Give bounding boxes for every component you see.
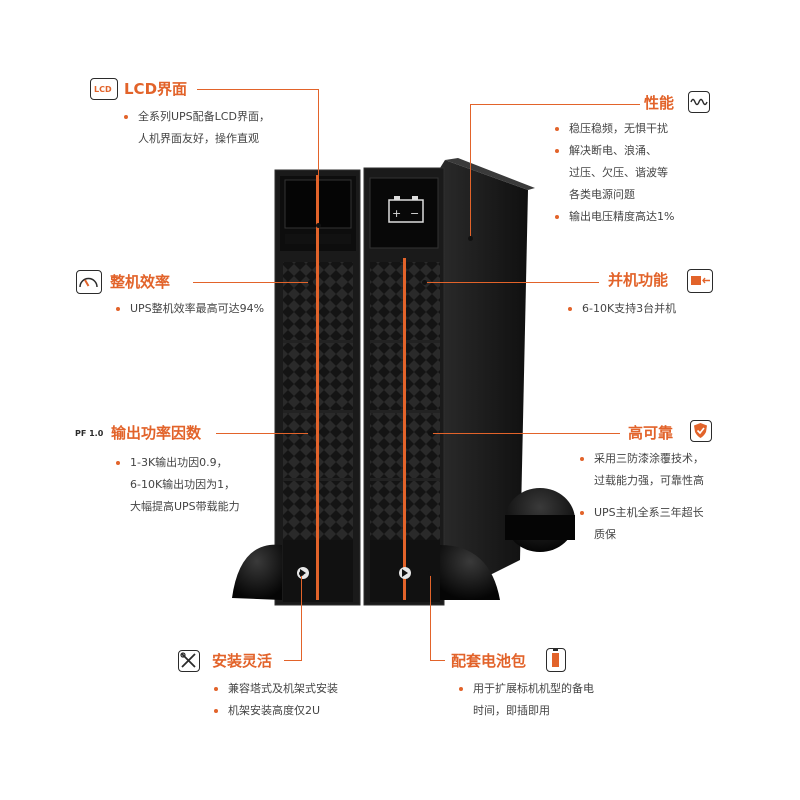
shield-check-icon bbox=[690, 420, 712, 442]
parallel-bullet: 6-10K支持3台并机 bbox=[566, 298, 676, 320]
lcd-title: LCD界面 bbox=[124, 80, 188, 98]
installation-bullet: 兼容塔式及机架式安装 bbox=[212, 678, 338, 700]
performance-bullet: 输出电压精度高达1% bbox=[553, 206, 674, 228]
gauge-icon bbox=[76, 270, 102, 294]
tools-icon bbox=[178, 650, 200, 672]
power-factor-title: 输出功率因数 bbox=[111, 424, 202, 442]
battery-pack-title: 配套电池包 bbox=[451, 652, 527, 670]
parallel-title: 并机功能 bbox=[608, 271, 669, 289]
performance-bullet: 稳压稳频，无惧干扰 bbox=[553, 118, 674, 140]
battery-icon bbox=[546, 648, 566, 672]
front-stand-right bbox=[440, 545, 500, 600]
efficiency-title: 整机效率 bbox=[110, 273, 171, 291]
performance-title: 性能 bbox=[644, 94, 675, 112]
reliability-bullet: UPS主机全系三年超长质保 bbox=[578, 502, 704, 546]
installation-bullet: 机架安装高度仅2U bbox=[212, 700, 338, 722]
installation-title: 安装灵活 bbox=[212, 652, 273, 670]
svg-text:−: − bbox=[410, 207, 419, 220]
front-stand-left bbox=[232, 544, 282, 600]
reliability-title: 高可靠 bbox=[628, 424, 674, 442]
power-factor-icon-label: PF 1.0 bbox=[75, 429, 104, 438]
battery-arrow-icon bbox=[687, 269, 713, 293]
performance-bullet: 解决断电、浪涌、过压、欠压、谐波等各类电源问题 bbox=[553, 140, 674, 206]
tower-side-panel bbox=[440, 160, 528, 600]
power-factor-bullet: 1-3K输出功因0.9，6-10K输出功因为1，大幅提高UPS带载能力 bbox=[114, 452, 240, 518]
svg-text:+: + bbox=[392, 207, 401, 220]
waveform-icon bbox=[688, 91, 710, 113]
lcd-screen-icon: LCD bbox=[90, 78, 118, 100]
reliability-bullet: 采用三防漆涂覆技术，过载能力强，可靠性高 bbox=[578, 448, 704, 492]
lcd-bullet: 全系列UPS配备LCD界面，人机界面友好，操作直观 bbox=[122, 106, 270, 150]
battery-pack-bullet: 用于扩展标机机型的备电时间，即插即用 bbox=[457, 678, 594, 722]
battery-display bbox=[369, 177, 439, 249]
power-factor-icon: PF 1.0 bbox=[75, 423, 105, 445]
lcd-icon-label: LCD bbox=[94, 85, 112, 94]
efficiency-bullet: UPS整机效率最高可达94% bbox=[114, 298, 264, 320]
